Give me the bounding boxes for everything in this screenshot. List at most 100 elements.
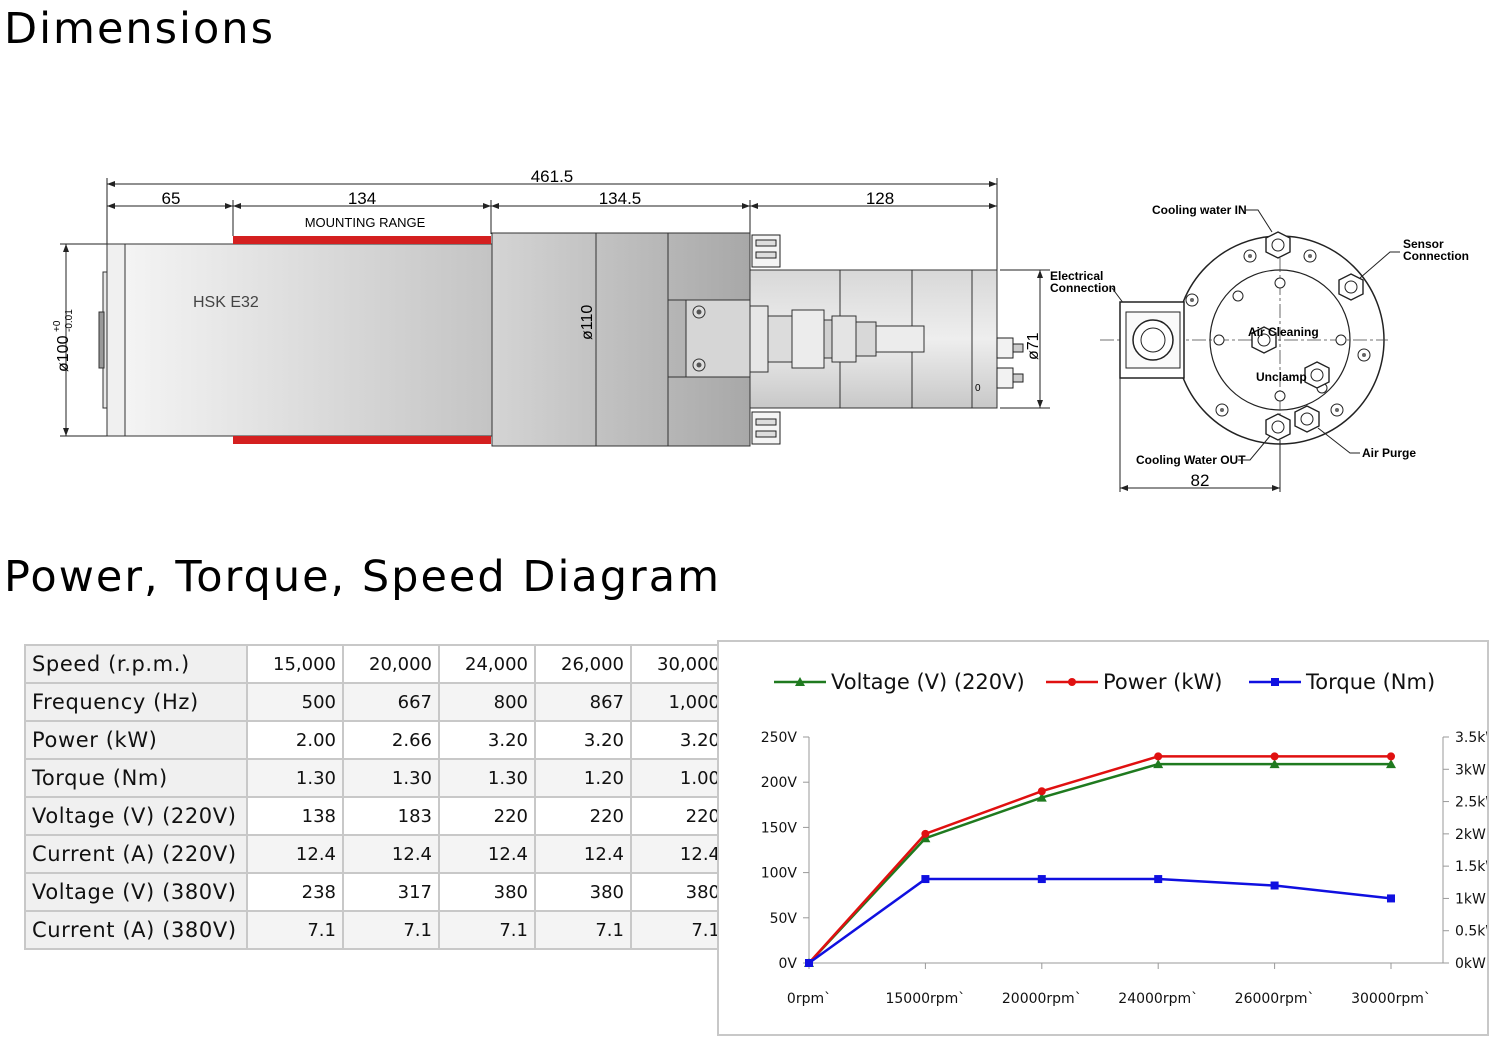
- mounting-range-top: [233, 236, 491, 244]
- table-cell: 24,000: [438, 644, 536, 684]
- mark-0: 0: [975, 383, 981, 394]
- table-cell: 30,000: [630, 644, 728, 684]
- dim-134-label: 134: [348, 189, 376, 208]
- table-cell: 12.4: [534, 834, 632, 874]
- data-point: [1154, 752, 1163, 761]
- table-cell: 220: [630, 796, 728, 836]
- table-cell: 1.00: [630, 758, 728, 798]
- x-tick-label: 0rpm`: [787, 991, 831, 1007]
- table-cell: 220: [534, 796, 632, 836]
- dim-82-label: 82: [1191, 471, 1210, 490]
- table-cell: 12.4: [630, 834, 728, 874]
- dia-71-label: ø71: [1025, 332, 1042, 360]
- air-purge-label: Air Purge: [1362, 446, 1416, 460]
- row-label: Voltage (V) (380V): [24, 872, 248, 912]
- data-point: [1154, 875, 1163, 884]
- table-cell: 7.1: [438, 910, 536, 950]
- row-label: Current (A) (220V): [24, 834, 248, 874]
- legend-label: Power (kW): [1103, 670, 1222, 694]
- legend-label: Voltage (V) (220V): [831, 670, 1025, 694]
- left-tick-label: 200V: [761, 775, 798, 791]
- table-cell: 800: [438, 682, 536, 722]
- data-point: [1387, 752, 1395, 761]
- data-point: [1270, 881, 1279, 890]
- left-tick-label: 250V: [761, 730, 798, 746]
- table-cell: 380: [630, 872, 728, 912]
- row-label: Speed (r.p.m.): [24, 644, 248, 684]
- table-cell: 7.1: [630, 910, 728, 950]
- x-tick-label: 15000rpm`: [885, 991, 965, 1007]
- table-cell: 3.20: [630, 720, 728, 760]
- right-tick-label: 3kW: [1455, 762, 1486, 778]
- row-label: Frequency (Hz): [24, 682, 248, 722]
- table-cell: 1.30: [342, 758, 440, 798]
- table-cell: 7.1: [534, 910, 632, 950]
- cooling-in-label: Cooling water IN: [1152, 203, 1247, 217]
- x-tick-label: 30000rpm`: [1351, 991, 1431, 1007]
- dimensions-heading: Dimensions: [4, 4, 275, 54]
- right-tick-label: 0.5kW: [1455, 924, 1487, 940]
- data-point: [1037, 875, 1046, 884]
- data-point: [1036, 792, 1047, 802]
- electrical-connection-label-2: Connection: [1050, 281, 1116, 295]
- table-cell: 7.1: [246, 910, 344, 950]
- row-label: Current (A) (380V): [24, 910, 248, 950]
- right-tick-label: 1.5kW: [1455, 859, 1487, 875]
- legend-marker: [1068, 678, 1076, 686]
- dimensions-drawing: 461.5 65 134 134.5 128 MOUNTING RANGE ø1…: [52, 167, 1469, 492]
- chart-panel: 0V50V100V150V200V250V0kW0.5kW1kW1.5kW2kW…: [717, 640, 1491, 1036]
- table-cell: 2.00: [246, 720, 344, 760]
- data-point: [1387, 894, 1395, 903]
- table-cell: 12.4: [246, 834, 344, 874]
- diagram-heading: Power, Torque, Speed Diagram: [4, 552, 721, 602]
- right-tick-label: 2kW: [1455, 827, 1486, 843]
- data-point: [1386, 759, 1396, 769]
- table-cell: 317: [342, 872, 440, 912]
- data-point: [1269, 759, 1280, 769]
- dia-110-label: ø110: [579, 305, 596, 340]
- data-point: [921, 875, 930, 884]
- data-point: [805, 959, 813, 967]
- x-tick-label: 26000rpm`: [1235, 991, 1315, 1007]
- table-cell: 3.20: [438, 720, 536, 760]
- x-tick-label: 20000rpm`: [1002, 991, 1082, 1007]
- dia-100-tol-upper: +0: [52, 320, 63, 332]
- sensor-label-2: Connection: [1403, 249, 1469, 263]
- data-point: [1037, 787, 1046, 796]
- table-cell: 12.4: [438, 834, 536, 874]
- dim-total-label: 461.5: [531, 167, 574, 186]
- power-torque-speed-chart: 0V50V100V150V200V250V0kW0.5kW1kW1.5kW2kW…: [761, 670, 1491, 1007]
- table-cell: 667: [342, 682, 440, 722]
- series-line-1: [808, 755, 1391, 964]
- table-cell: 1.30: [246, 758, 344, 798]
- air-cleaning-label: Air Cleaning: [1248, 325, 1319, 339]
- unclamp-label: Unclamp: [1256, 370, 1307, 384]
- right-tick-label: 3.5kW: [1455, 730, 1487, 746]
- dia-100-tol-lower: -0.01: [64, 309, 75, 332]
- table-cell: 1.30: [438, 758, 536, 798]
- dia-100-label: ø100: [55, 335, 72, 372]
- right-tick-label: 2.5kW: [1455, 795, 1487, 811]
- table-cell: 2.66: [342, 720, 440, 760]
- row-label: Power (kW): [24, 720, 248, 760]
- table-cell: 183: [342, 796, 440, 836]
- table-cell: 238: [246, 872, 344, 912]
- dim-128-label: 128: [866, 189, 894, 208]
- right-tick-label: 1kW: [1455, 891, 1486, 907]
- mounting-range-label: MOUNTING RANGE: [305, 215, 426, 230]
- table-cell: 220: [438, 796, 536, 836]
- row-label: Torque (Nm): [24, 758, 248, 798]
- sensor-label-1: Sensor: [1403, 237, 1444, 251]
- table-cell: 7.1: [342, 910, 440, 950]
- table-cell: 20,000: [342, 644, 440, 684]
- dim-65-label: 65: [162, 189, 181, 208]
- table-cell: 1.20: [534, 758, 632, 798]
- table-cell: 1,000: [630, 682, 728, 722]
- cooling-out-label: Cooling Water OUT: [1136, 453, 1246, 467]
- table-cell: 3.20: [534, 720, 632, 760]
